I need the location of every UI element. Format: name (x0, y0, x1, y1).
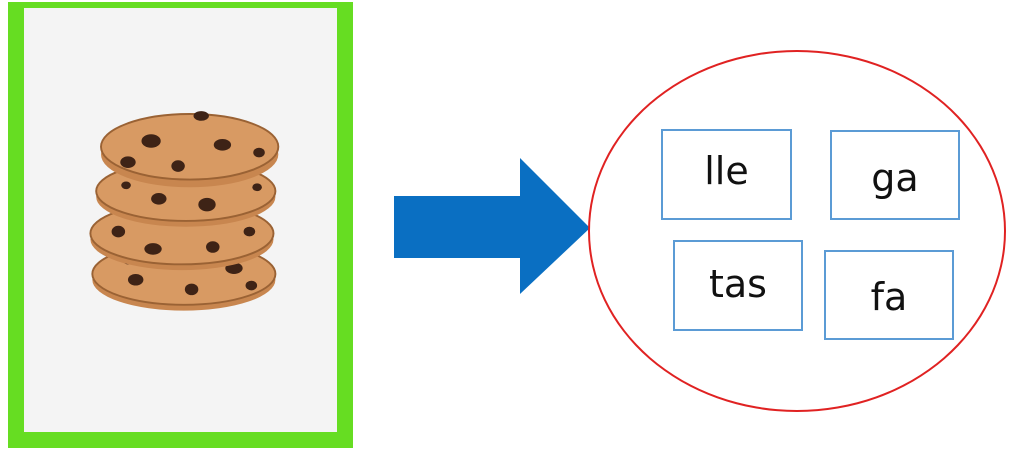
syllable-card-ga[interactable]: ga (830, 130, 960, 220)
picture-card (8, 2, 353, 448)
syllable-card-fa[interactable]: fa (824, 250, 954, 340)
cookie-1 (100, 111, 280, 188)
syllable-card-lle[interactable]: lle (661, 129, 792, 220)
right-arrow-icon (394, 158, 590, 294)
cookie-stack-icon (89, 111, 280, 311)
answer-circle (588, 50, 1006, 412)
syllable-card-tas[interactable]: tas (673, 240, 803, 331)
